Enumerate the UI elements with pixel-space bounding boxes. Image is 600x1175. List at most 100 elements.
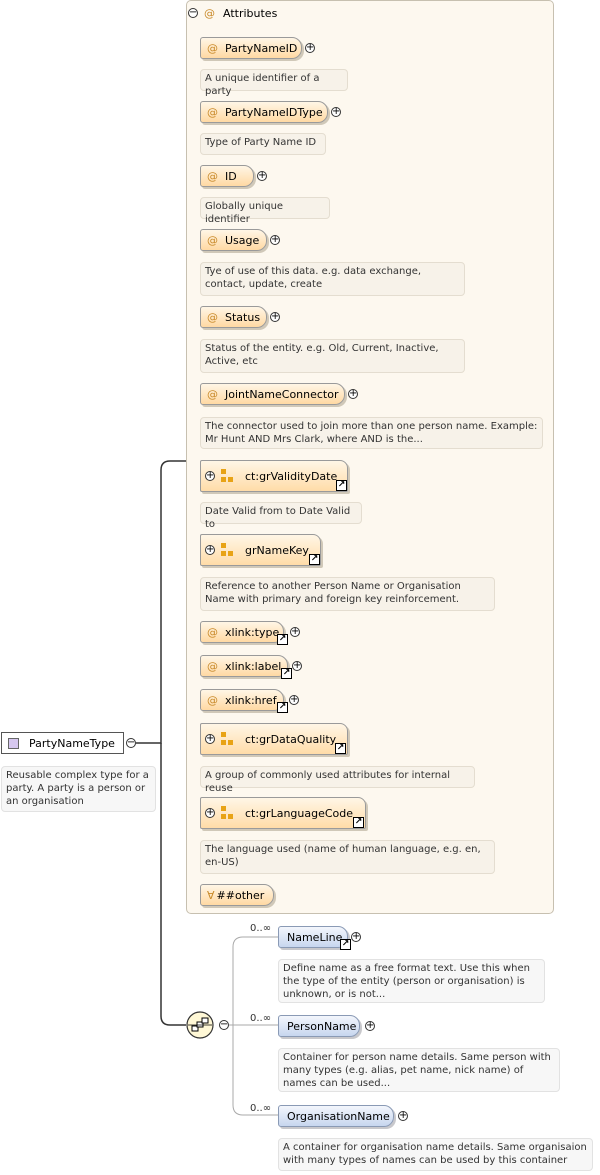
at-icon: @ (207, 41, 218, 55)
group-label: grNameKey (245, 543, 309, 557)
attribute-annotation: Type of Party Name ID (200, 133, 326, 155)
element-label: PersonName (287, 1019, 357, 1033)
attribute-partynameidtype[interactable]: @ PartyNameIDType (200, 101, 328, 123)
link-arrow-icon[interactable]: ↗ (277, 702, 288, 713)
expand-icon[interactable]: + (205, 807, 215, 818)
attribute-annotation: Globally unique identifier (200, 197, 330, 225)
element-annotation: Define name as a free format text. Use t… (278, 959, 545, 1003)
attribute-label: Usage (225, 233, 260, 247)
attribute-annotation: A unique identifier of a party (200, 69, 348, 97)
element-organisationname[interactable]: OrganisationName (278, 1105, 394, 1127)
expand-icon[interactable]: + (257, 170, 267, 181)
any-attribute-icon: ∀ (207, 888, 215, 902)
attribute-label: xlink:type (225, 625, 280, 639)
element-annotation: A container for organisation name detail… (278, 1138, 593, 1171)
link-arrow-icon[interactable]: ↗ (309, 554, 320, 565)
expand-icon[interactable]: + (289, 694, 299, 705)
link-arrow-icon[interactable]: ↗ (340, 939, 351, 950)
expand-icon[interactable]: + (365, 1020, 375, 1031)
at-icon: @ (207, 625, 218, 639)
at-icon: @ (207, 310, 218, 324)
attribute-label: ID (225, 169, 237, 183)
attribute-xlink-type[interactable]: @ xlink:type (200, 621, 284, 643)
at-icon: @ (204, 6, 215, 20)
attribute-label: xlink:label (225, 659, 282, 673)
collapse-icon[interactable]: − (188, 7, 198, 18)
collapse-icon[interactable]: − (126, 737, 136, 748)
expand-icon[interactable]: + (292, 660, 302, 671)
any-attribute-label: ##other (216, 888, 265, 902)
attribute-partynameid[interactable]: @ PartyNameID (200, 37, 302, 59)
root-label: PartyNameType (29, 736, 115, 750)
link-arrow-icon[interactable]: ↗ (353, 817, 364, 828)
expand-icon[interactable]: + (270, 234, 280, 245)
expand-icon[interactable]: + (398, 1110, 408, 1121)
at-icon: @ (207, 387, 218, 401)
attribute-group-namekey[interactable]: + grNameKey (200, 534, 321, 566)
at-icon: @ (207, 105, 218, 119)
attribute-jointnameconnector[interactable]: @ JointNameConnector (200, 383, 345, 405)
expand-icon[interactable]: + (290, 626, 300, 637)
attributes-header-label: Attributes (223, 6, 278, 20)
attribute-label: xlink:href (225, 693, 277, 707)
link-arrow-icon[interactable]: ↗ (335, 743, 346, 754)
choice-compositor[interactable] (186, 1011, 214, 1039)
expand-icon[interactable]: + (205, 544, 215, 555)
link-arrow-icon[interactable]: ↗ (281, 668, 292, 679)
expand-icon[interactable]: + (205, 470, 215, 481)
group-annotation: Date Valid from to Date Valid to (200, 502, 362, 530)
attribute-annotation: The connector used to join more than one… (200, 417, 543, 449)
multiplicity: 0..∞ (250, 1103, 272, 1114)
attribute-group-languagecode[interactable]: + ct:grLanguageCode (200, 797, 366, 829)
group-icon (221, 469, 235, 483)
group-annotation: Reference to another Person Name or Orga… (200, 577, 495, 611)
choice-compositor-icon (186, 1011, 214, 1039)
multiplicity: 0..∞ (250, 1013, 272, 1024)
at-icon: @ (207, 693, 218, 707)
expand-icon[interactable]: + (205, 733, 215, 744)
expand-icon[interactable]: + (331, 106, 341, 117)
expand-icon[interactable]: + (348, 388, 358, 399)
attributes-header: − @ Attributes (188, 5, 277, 21)
at-icon: @ (207, 233, 218, 247)
attribute-xlink-label[interactable]: @ xlink:label (200, 655, 288, 677)
attribute-label: Status (225, 310, 261, 324)
at-icon: @ (207, 659, 218, 673)
root-annotation: Reusable complex type for a party. A par… (1, 766, 156, 812)
expand-icon[interactable]: + (270, 311, 280, 322)
group-annotation: The language used (name of human languag… (200, 840, 495, 874)
link-arrow-icon[interactable]: ↗ (277, 634, 288, 645)
attribute-annotation: Status of the entity. e.g. Old, Current,… (200, 339, 465, 373)
expand-icon[interactable]: + (305, 42, 315, 53)
group-annotation: A group of commonly used attributes for … (200, 766, 475, 794)
attribute-label: PartyNameIDType (225, 105, 323, 119)
link-arrow-icon[interactable]: ↗ (336, 480, 347, 491)
complex-type-icon (8, 737, 19, 749)
any-attribute[interactable]: ∀ ##other (200, 884, 274, 906)
at-icon: @ (207, 169, 218, 183)
group-icon (221, 543, 235, 557)
group-label: ct:grLanguageCode (245, 806, 354, 820)
element-label: OrganisationName (287, 1109, 390, 1123)
root-complex-type[interactable]: PartyNameType (1, 732, 124, 754)
attribute-xlink-href[interactable]: @ xlink:href (200, 689, 284, 711)
element-nameline[interactable]: NameLine (278, 926, 348, 948)
attribute-group-validitydate[interactable]: + ct:grValidityDate (200, 460, 348, 492)
group-label: ct:grValidityDate (245, 469, 338, 483)
group-label: ct:grDataQuality (245, 732, 337, 746)
expand-icon[interactable]: + (351, 931, 361, 942)
attribute-id[interactable]: @ ID (200, 165, 254, 187)
attribute-group-dataquality[interactable]: + ct:grDataQuality (200, 723, 348, 755)
attribute-label: PartyNameID (225, 41, 298, 55)
group-icon (221, 806, 235, 820)
attribute-status[interactable]: @ Status (200, 306, 267, 328)
element-label: NameLine (287, 930, 343, 944)
element-personname[interactable]: PersonName (278, 1015, 360, 1037)
multiplicity: 0..∞ (250, 923, 272, 934)
element-annotation: Container for person name details. Same … (278, 1048, 560, 1092)
group-icon (221, 732, 235, 746)
attribute-usage[interactable]: @ Usage (200, 229, 267, 251)
collapse-icon[interactable]: − (219, 1019, 229, 1030)
attribute-label: JointNameConnector (225, 387, 339, 401)
